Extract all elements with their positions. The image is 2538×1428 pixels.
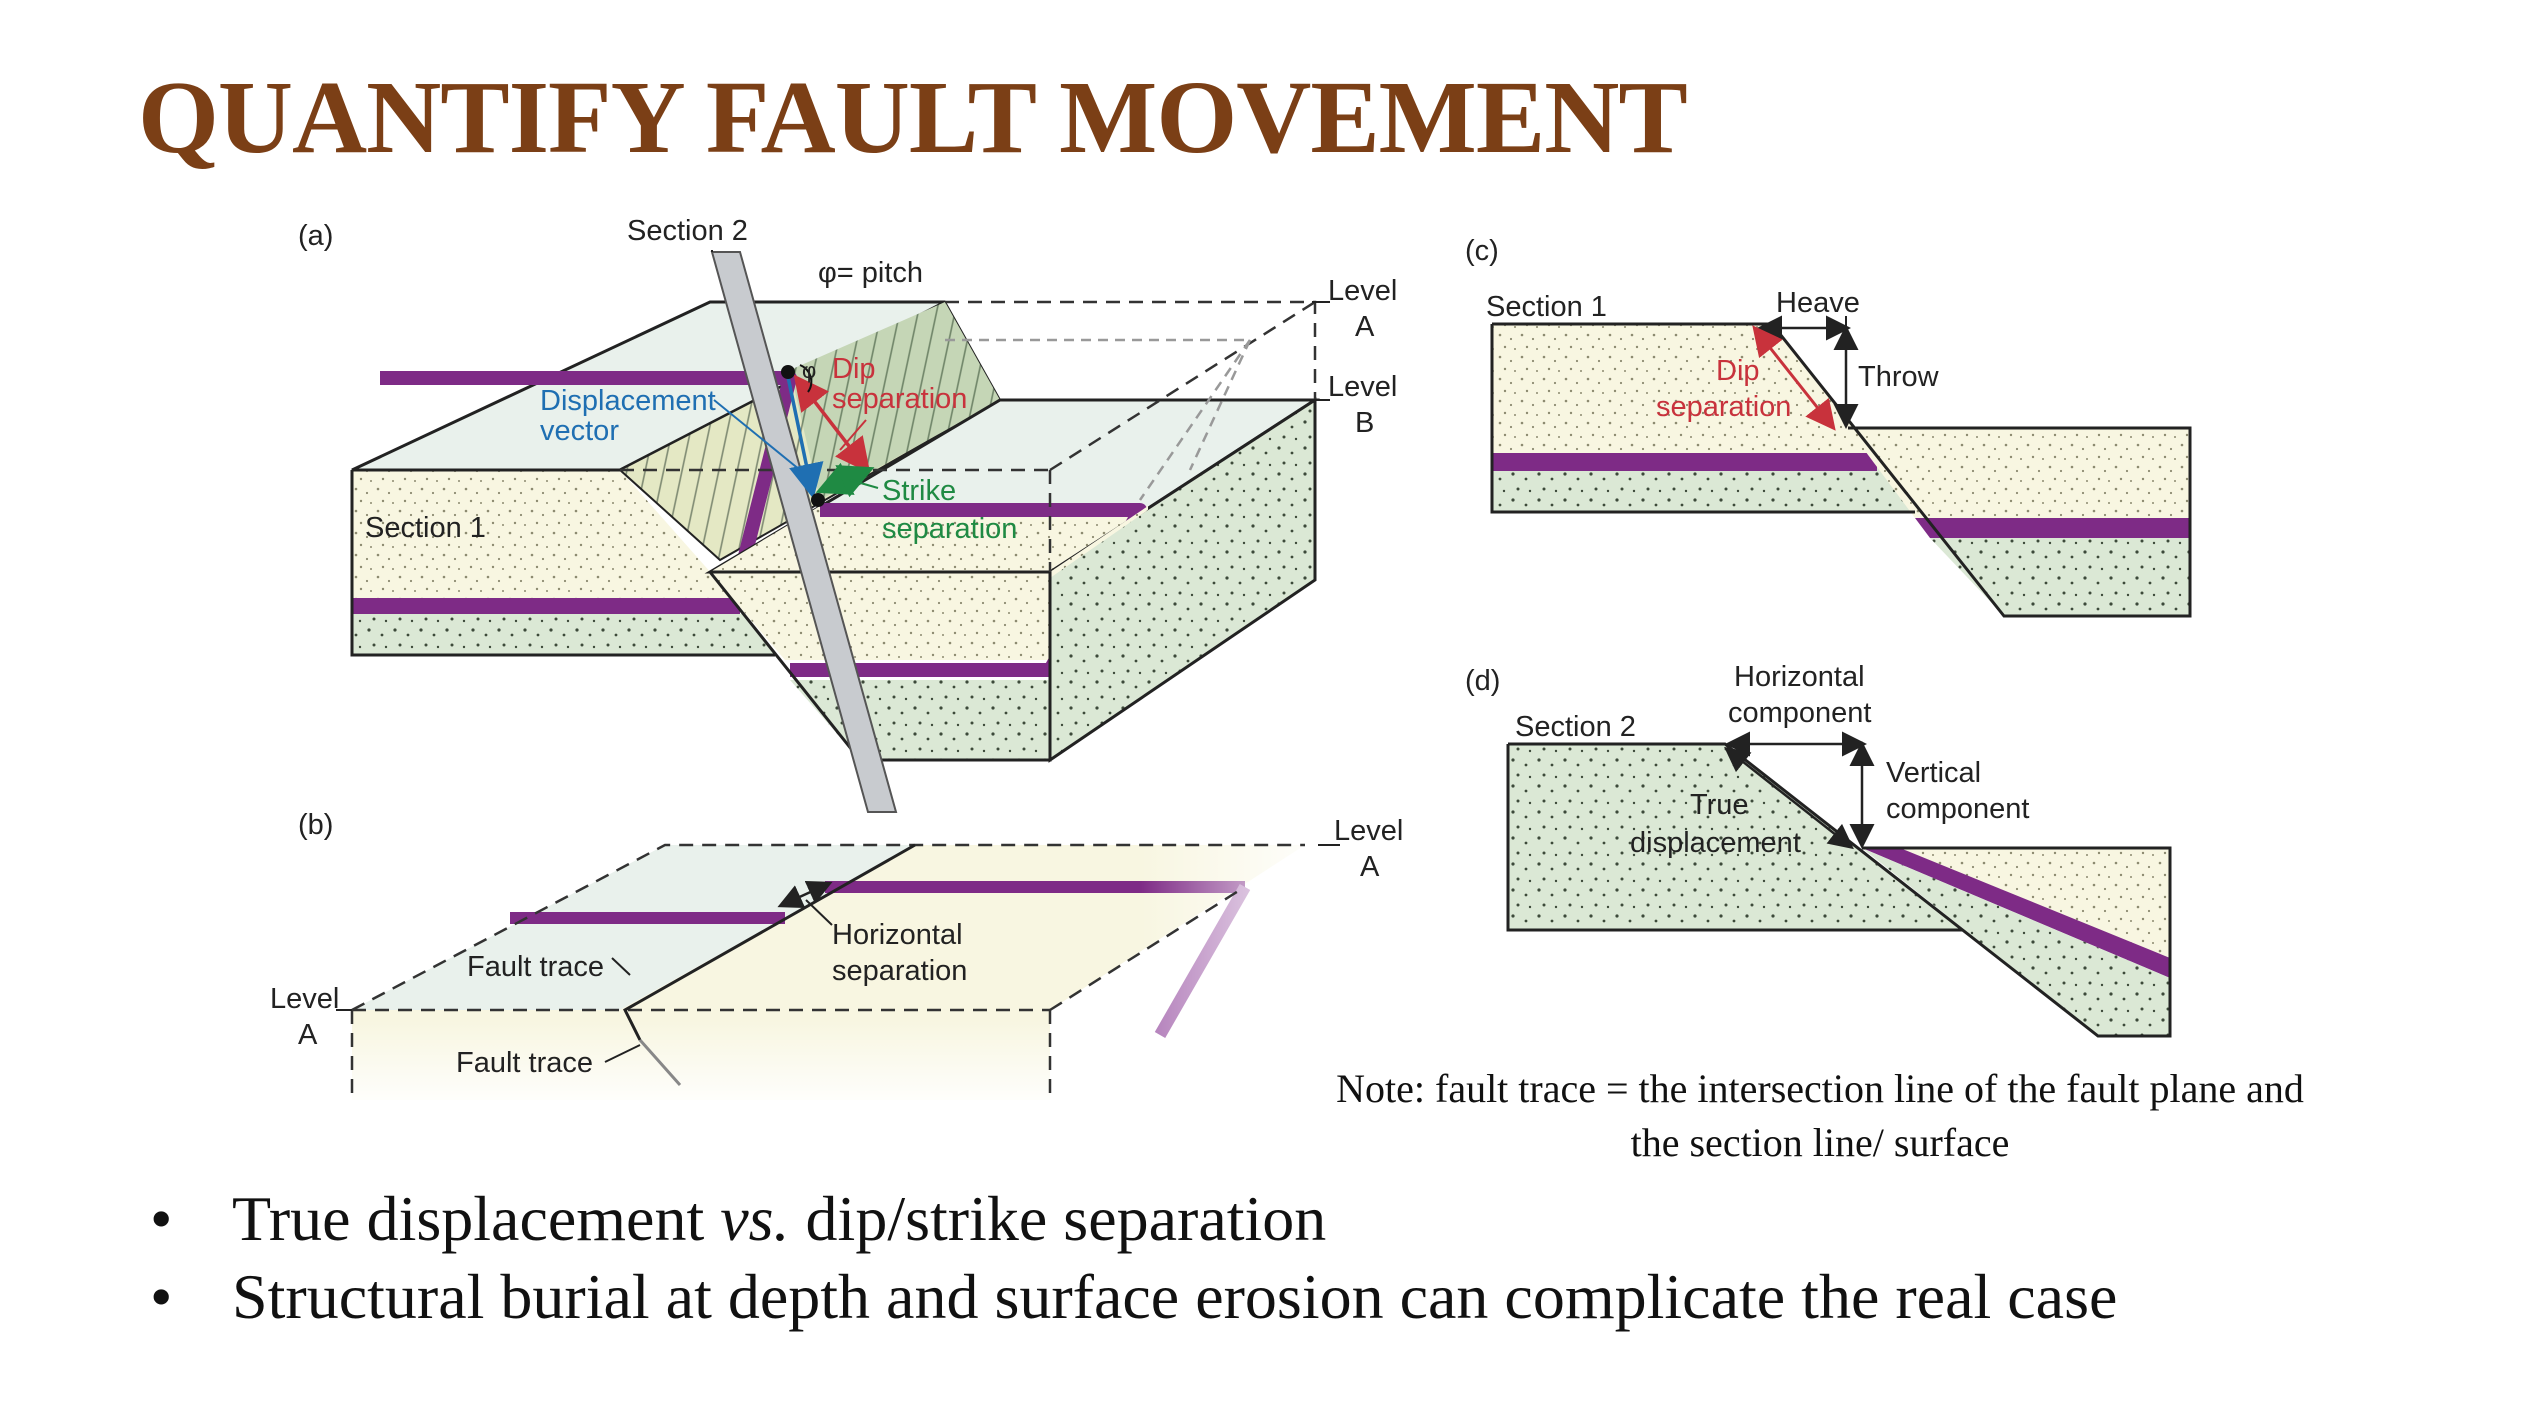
bullet-text-part: True displacement (232, 1183, 721, 1254)
pitch-angle-symbol: φ (802, 358, 816, 383)
true-displacement-arrow (1724, 746, 1854, 850)
panel-a: (a) Section 2 φ= pitch φ Level A Level B… (298, 215, 1397, 813)
panel-c-dip-separation-arrow (1752, 325, 1836, 431)
bullet-marker: • (150, 1183, 173, 1254)
point-upper (781, 365, 795, 379)
horizontal-separation-arrow (777, 880, 833, 909)
panel-b-level-a-left-line2: A (298, 1019, 318, 1051)
bullet-text-part: dip/strike separation (789, 1183, 1327, 1254)
panel-c-hangingwall (1848, 428, 2190, 518)
strike-separation-arrow (815, 462, 875, 498)
bullet-item-2: • Structural burial at depth and surface… (150, 1258, 2117, 1336)
panel-c: (c) Section 1 Heave Throw Dip separation (1465, 235, 2192, 618)
horizontal-component-label-line2: component (1728, 697, 1872, 729)
panel-c-tag: (c) (1465, 235, 1499, 267)
displacement-vector-label-line2: vector (540, 415, 619, 447)
level-a-label-line1: Level (1328, 275, 1397, 307)
dip-separation-label-line2: separation (832, 383, 967, 415)
panel-c-footwall (1492, 324, 1876, 453)
level-b-label-line2: B (1355, 407, 1374, 439)
panel-b-top-left (352, 845, 915, 1010)
true-displacement-label-line1: True (1690, 789, 1749, 821)
level-a-label-line2: A (1355, 311, 1375, 343)
strike-separation-label-line1: Strike (882, 475, 956, 507)
pitch-angle-arc (799, 364, 813, 393)
bullet-item-1: • True displacement vs. dip/strike separ… (150, 1180, 2117, 1258)
fault-trace-upper-label: Fault trace (467, 951, 604, 983)
panel-b-level-a-left-line1: Level (270, 983, 339, 1015)
heave-label: Heave (1776, 287, 1860, 319)
true-displacement-label-line2: displacement (1630, 827, 1801, 859)
displacement-vector-label-line1: Displacement (540, 385, 716, 417)
panel-d: (d) Section 2 Horizontal component Verti… (1465, 661, 2172, 1038)
panel-d-section2-label: Section 2 (1515, 711, 1636, 743)
bullet-text: Structural burial at depth and surface e… (232, 1261, 2118, 1332)
panel-b-level-a-right-line1: Level (1334, 815, 1403, 847)
fault-trace-note: Note: fault trace = the intersection lin… (1336, 1066, 2304, 1165)
bullet-text-italic: vs. (720, 1183, 790, 1254)
section2-label: Section 2 (627, 215, 748, 247)
point-lower (811, 493, 825, 507)
panel-d-tag: (d) (1465, 665, 1500, 697)
vertical-component-label-line2: component (1886, 793, 2030, 825)
horizontal-separation-label-line1: Horizontal (832, 919, 963, 951)
footwall-front-lower (352, 614, 775, 655)
panel-b-level-a-right-line2: A (1360, 851, 1380, 883)
panel-d-hangingwall-lower (1862, 848, 2170, 1036)
horizontal-component-label-line1: Horizontal (1734, 661, 1865, 693)
strike-separation-label-line2: separation (882, 513, 1017, 545)
footwall-marker-bed (352, 598, 740, 614)
horizontal-separation-label-line2: separation (832, 955, 967, 987)
bullet-list: • True displacement vs. dip/strike separ… (150, 1180, 2117, 1336)
dip-separation-label-line1: Dip (832, 353, 876, 385)
panel-c-dip-label-line1: Dip (1716, 355, 1760, 387)
bullet-marker: • (150, 1261, 173, 1332)
panel-b: (b) Level A Level A Fault trace Fault tr… (270, 809, 1403, 1115)
footwall-front-upper (352, 470, 735, 600)
pitch-label: φ= pitch (818, 257, 923, 289)
section2-plane (710, 251, 898, 813)
dip-separation-arrow (793, 374, 871, 474)
section1-label: Section 1 (365, 512, 486, 544)
throw-label: Throw (1858, 361, 1940, 393)
fault-trace-lower-label: Fault trace (456, 1047, 593, 1079)
panel-a-tag: (a) (298, 220, 333, 252)
panel-c-section1-label: Section 1 (1486, 291, 1607, 323)
slide-title: QUANTIFY FAULT MOVEMENT (138, 60, 1688, 175)
panel-c-dip-label-line2: separation (1656, 391, 1791, 423)
vertical-component-label-line1: Vertical (1886, 757, 1981, 789)
panel-c-footwall-marker (1492, 453, 1877, 471)
panel-b-tag: (b) (298, 809, 333, 841)
level-b-label-line1: Level (1328, 371, 1397, 403)
